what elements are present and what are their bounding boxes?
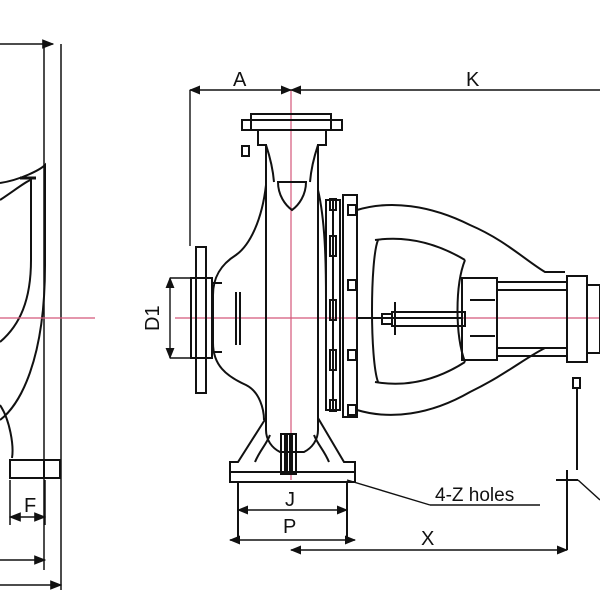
dim-label-j: J xyxy=(285,489,295,511)
dim-label-p: P xyxy=(283,516,296,538)
main-front-view xyxy=(190,113,600,550)
dim-label-a: A xyxy=(233,69,247,91)
holes-note: 4-Z holes xyxy=(435,485,514,506)
dim-label-d1: D1 xyxy=(142,305,164,331)
left-side-view xyxy=(0,39,63,590)
dim-label-k: K xyxy=(466,69,480,91)
centerlines xyxy=(0,90,600,480)
dim-label-f: F xyxy=(24,495,36,517)
dim-label-x: X xyxy=(421,528,434,550)
main-dimension-lines xyxy=(165,85,600,555)
